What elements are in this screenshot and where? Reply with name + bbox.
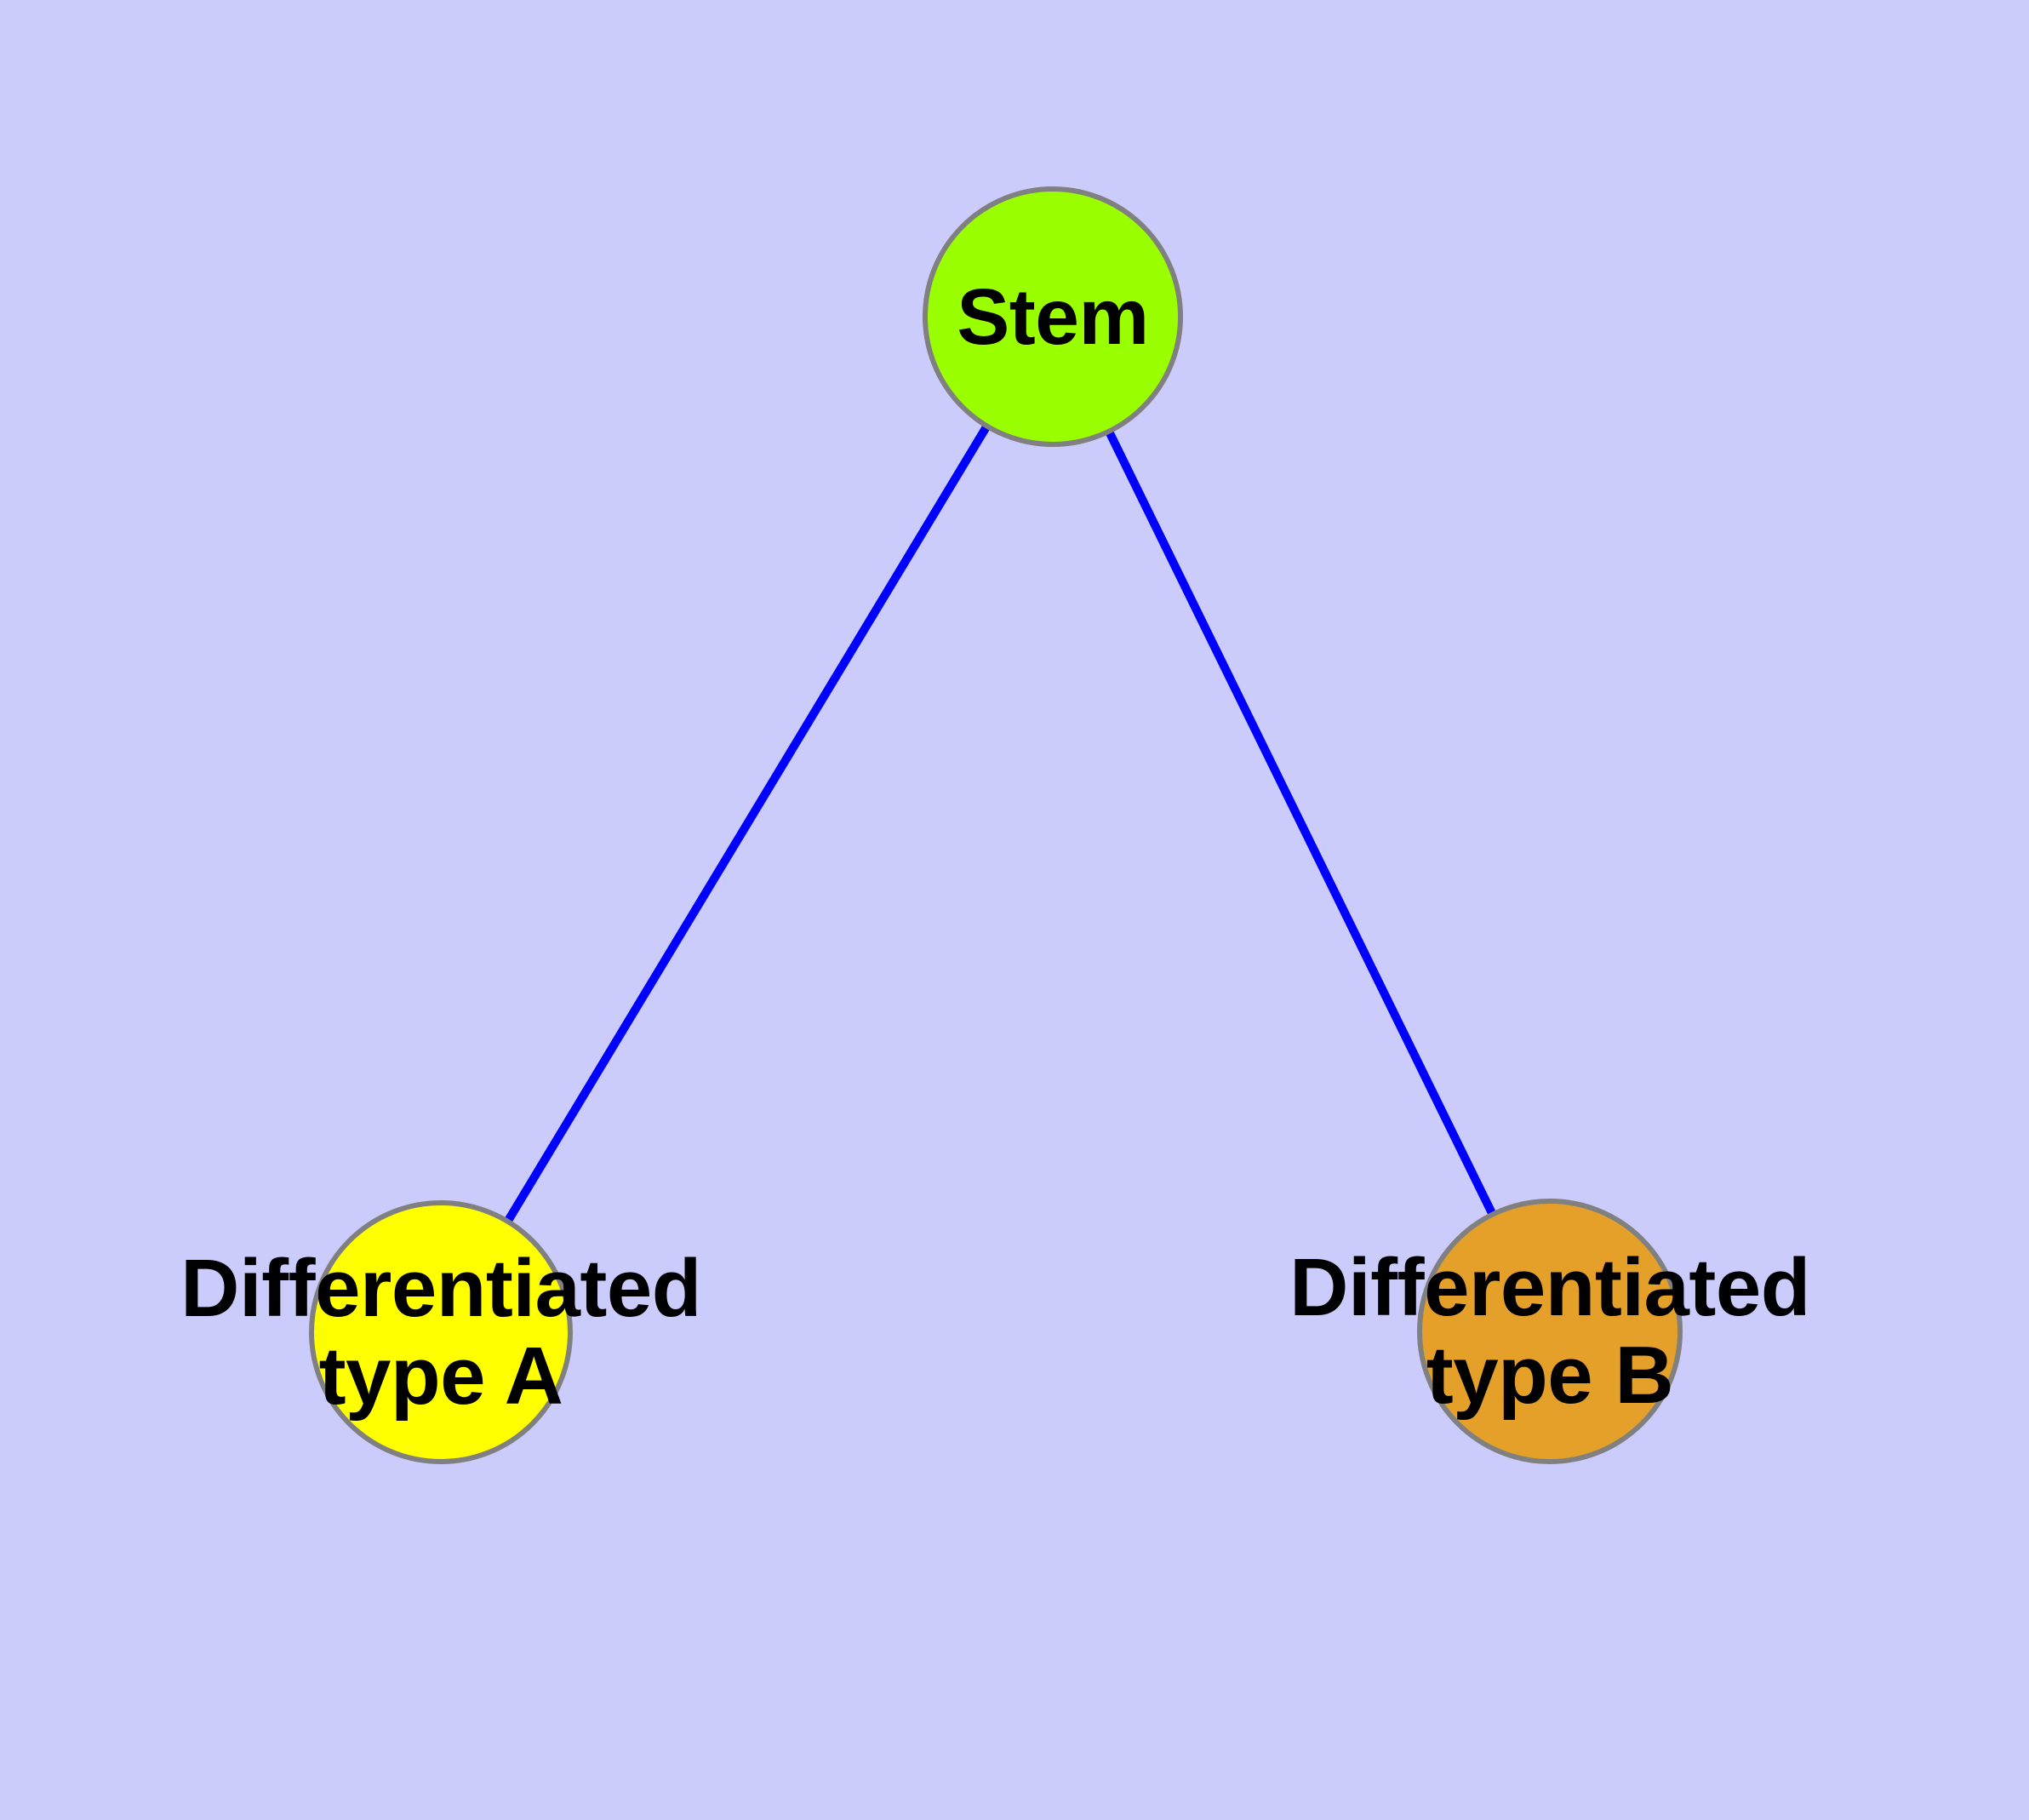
node-differentiated-type-a[interactable] <box>309 1200 573 1464</box>
node-layer <box>309 186 1683 1464</box>
edge-stem-to-type-a[interactable] <box>504 423 991 1224</box>
edge-stem-to-type-b[interactable] <box>1105 429 1497 1216</box>
node-stem[interactable] <box>923 186 1183 447</box>
node-differentiated-type-b[interactable] <box>1417 1199 1683 1464</box>
edge-layer <box>504 423 1497 1224</box>
